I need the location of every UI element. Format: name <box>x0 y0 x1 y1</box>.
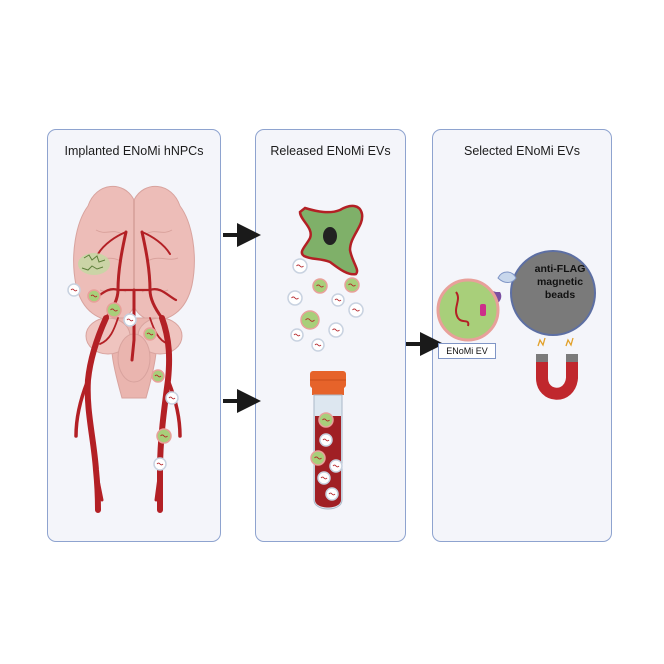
ev-label: ENoMi EV <box>438 343 496 359</box>
panel-title-selected: Selected ENoMi EVs <box>463 144 581 158</box>
ev-particle <box>311 338 325 352</box>
panel-title-released: Released ENoMi EVs <box>270 144 391 158</box>
implanted-cells <box>78 253 110 275</box>
panel-title-implanted: Implanted ENoMi hNPCs <box>64 144 204 158</box>
ev-particle <box>153 457 167 471</box>
ev-particle <box>290 328 304 342</box>
ev-particle <box>344 277 360 293</box>
ev-particle <box>106 302 122 318</box>
ev-particle <box>151 369 165 383</box>
ev-particle <box>317 471 331 485</box>
ev-particle <box>329 459 343 473</box>
bead-label-line3: beads <box>544 289 576 301</box>
magnet-icon <box>536 337 578 400</box>
ev-particle <box>310 450 326 466</box>
ev-particle <box>318 412 334 428</box>
ev-particle <box>319 433 333 447</box>
ev-particle <box>165 391 179 405</box>
ev-particle <box>143 327 157 341</box>
bead-label-line1: anti-FLAG <box>534 263 586 275</box>
ev-particle <box>287 290 303 306</box>
ev-particle <box>292 258 308 274</box>
magnetic-bead-icon <box>510 250 596 336</box>
selected-ev-icon <box>436 278 500 342</box>
ev-particle <box>328 322 344 338</box>
ev-particle <box>87 289 101 303</box>
ev-particle <box>123 313 137 327</box>
ev-particle <box>67 283 81 297</box>
bead-label: anti-FLAG magnetic beads <box>512 263 608 302</box>
ev-particle <box>312 278 328 294</box>
ev-particle <box>348 302 364 318</box>
ev-particle <box>300 310 320 330</box>
ev-particle <box>325 487 339 501</box>
bead-label-line2: magnetic <box>536 276 584 288</box>
ev-particle <box>156 428 172 444</box>
hnpc-cell-icon <box>298 204 364 276</box>
ev-particle <box>331 293 345 307</box>
